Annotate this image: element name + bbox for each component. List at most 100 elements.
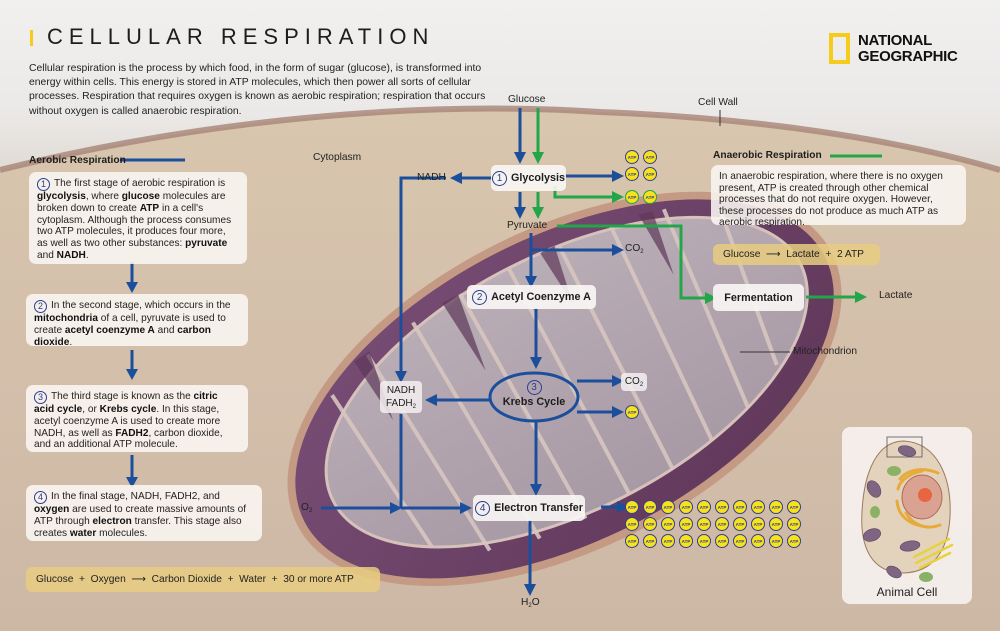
emphasis-term: glycolysis [37,191,86,202]
atp-molecule-icon: ATP [751,517,765,531]
text-run: In the final stage, NADH, FADH2, and [51,491,220,502]
krebs-cycle-node: 3 Krebs Cycle [502,380,566,408]
animal-cell-illustration [861,436,954,582]
co2-label-krebs: CO2 [621,373,647,391]
atp-molecule-icon: ATP [679,534,693,548]
atp-molecule-icon: ATP [625,190,639,204]
atp-molecule-icon: ATP [661,500,675,514]
fermentation-node: Fermentation [713,284,804,311]
anaerobic-card: In anaerobic respiration, where there is… [711,165,966,228]
cytoplasm-label: Cytoplasm [313,152,362,163]
step-number-badge: 1 [37,178,50,191]
atp-molecule-icon: ATP [769,517,783,531]
anaerobic-heading: Anaerobic Respiration [713,150,822,161]
atp-molecule-icon: ATP [625,534,639,548]
emphasis-term: glucose [121,191,160,202]
atp-molecule-icon: ATP [751,534,765,548]
atp-molecule-icon: ATP [715,534,729,548]
step-number-badge: 1 [491,170,507,186]
atp-molecule-icon: ATP [697,534,711,548]
nadh-fadh2-node: NADH FADH2 [380,381,422,413]
step-text: In the final stage, NADH, FADH2, and oxy… [34,491,246,539]
atp-molecule-icon: ATP [733,500,747,514]
atp-molecule-icon: ATP [787,517,801,531]
atp-molecule-icon: ATP [625,500,639,514]
atp-molecule-icon: ATP [643,500,657,514]
atp-molecule-icon: ATP [643,517,657,531]
step-number-badge: 4 [475,500,491,516]
atp-molecule-icon: ATP [769,534,783,548]
emphasis-term: pyruvate [185,238,228,250]
text-run: molecules. [96,527,148,539]
step-number-badge: 3 [34,391,47,404]
step-card-1: 1 The first stage of aerobic respiration … [29,172,247,264]
emphasis-term: water [69,527,97,539]
atp-molecule-icon: ATP [697,517,711,531]
title-accent-bar [30,30,33,46]
intro-paragraph: Cellular respiration is the process by w… [29,63,486,117]
atp-molecule-icon: ATP [787,534,801,548]
atp-molecule-icon: ATP [643,190,657,204]
atp-molecule-icon: ATP [643,534,657,548]
emphasis-term: FADH2 [115,427,149,439]
text-run: of a cell, pyruvate is used to create [34,313,226,336]
step-text: In the second stage, which occurs in the… [34,300,231,348]
step-number-badge: 2 [472,289,488,305]
text-run: . [85,249,89,261]
atp-molecule-icon: ATP [733,534,747,548]
glucose-label: Glucose [508,94,546,105]
page-title: CELLULAR RESPIRATION [47,24,435,49]
emphasis-term: Krebs cycle [99,404,157,415]
mitochondrion [287,191,842,587]
national-geographic-logo-text: NATIONAL GEOGRAPHIC [858,32,958,65]
atp-molecule-icon: ATP [679,500,693,514]
text-run: in a cell's cytoplasm. Although the proc… [37,202,232,250]
mitochondrion-label: Mitochondrion [793,346,857,357]
emphasis-term: acetyl coenzyme A [64,324,155,336]
atp-molecule-icon: ATP [751,500,765,514]
atp-molecule-icon: ATP [769,500,783,514]
text-run: are used to create massive amounts of AT… [34,504,247,527]
step-number-badge: 3 [526,380,542,395]
national-geographic-logo-icon [829,33,850,64]
atp-molecule-icon: ATP [715,500,729,514]
anaerobic-formula: Glucose ⟶ Lactate + 2 ATP [713,244,880,265]
text-run: , where [85,191,122,202]
text-run: The third stage is known as the [51,391,194,402]
step-text: The third stage is known as the citric a… [34,391,223,450]
atp-molecule-icon: ATP [661,534,675,548]
atp-molecule-icon: ATP [643,150,657,164]
text-run: . In this stage, acetyl coenzyme A is us… [34,404,221,439]
atp-molecule-icon: ATP [697,500,711,514]
text-run: The first stage of aerobic respiration i… [54,178,226,189]
emphasis-term: NADH [56,249,86,261]
cell-wall-label: Cell Wall [698,97,738,108]
atp-molecule-icon: ATP [787,500,801,514]
emphasis-term: electron [92,515,132,527]
lactate-label: Lactate [879,290,913,301]
text-run: . [69,336,73,348]
pyruvate-label: Pyruvate [507,220,548,231]
step-text: The first stage of aerobic respiration i… [37,178,231,261]
text-run: and [37,249,57,261]
animal-cell-label: Animal Cell [876,585,938,599]
text-run: , or [82,404,100,415]
atp-molecule-icon: ATP [625,405,639,419]
nadh-label: NADH [417,172,446,183]
co2-label-pyruvate: CO2 [625,243,644,255]
aerobic-formula: Glucose + Oxygen ⟶ Carbon Dioxide + Wate… [26,567,380,592]
cell-wall [0,105,1000,173]
atp-molecule-icon: ATP [625,150,639,164]
step-number-badge: 2 [34,300,47,313]
text-run: and [154,324,178,336]
step-number-badge: 4 [34,491,47,504]
atp-molecule-icon: ATP [679,517,693,531]
atp-molecule-icon: ATP [733,517,747,531]
emphasis-term: oxygen [34,504,70,515]
